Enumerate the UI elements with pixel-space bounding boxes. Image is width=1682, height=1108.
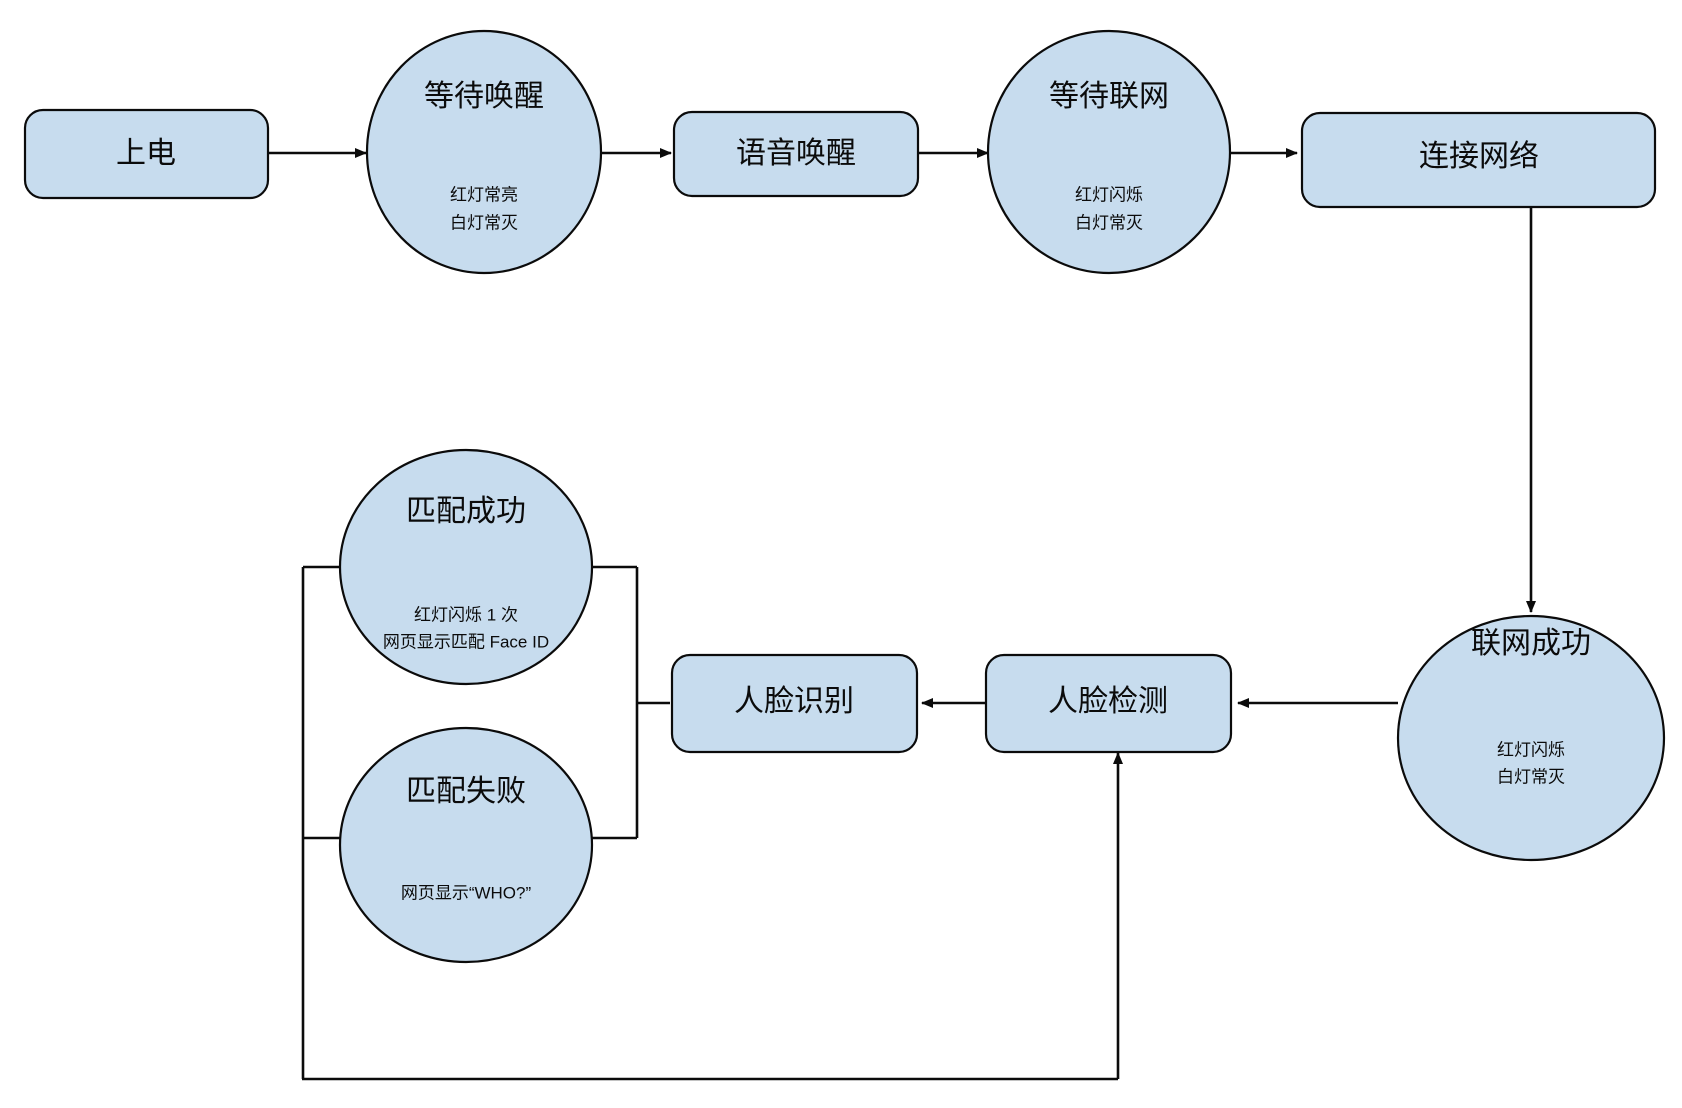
node-voice-wakeup[interactable]: 语音唤醒: [672, 110, 920, 198]
node-power-on[interactable]: 上电: [23, 108, 270, 200]
node-wait-network[interactable]: 等待联网 红灯闪烁 白灯常灭: [986, 29, 1232, 275]
node-wait-network-sub-1: 白灯常灭: [1075, 213, 1143, 232]
node-wait-wakeup-sub-0: 红灯常亮: [450, 185, 518, 204]
node-face-recognize-shape[interactable]: [670, 653, 919, 754]
node-face-detect-shape[interactable]: [984, 653, 1233, 754]
node-power-on-shape[interactable]: [23, 108, 270, 200]
node-power-on-label: 上电: [116, 137, 176, 170]
node-match-success-sub-0: 红灯闪烁 1 次: [414, 605, 518, 624]
node-wait-network-label: 等待联网: [1049, 80, 1169, 113]
node-wait-wakeup-label: 等待唤醒: [424, 80, 544, 113]
node-voice-wakeup-label: 语音唤醒: [736, 137, 856, 170]
node-voice-wakeup-shape[interactable]: [672, 110, 920, 198]
node-match-fail-shape[interactable]: [338, 726, 594, 964]
node-match-fail-sub-0: 网页显示“WHO?”: [401, 883, 532, 902]
node-match-success-shape[interactable]: [338, 448, 594, 686]
node-wait-wakeup[interactable]: 等待唤醒 红灯常亮 白灯常灭: [365, 29, 603, 275]
node-face-recognize-label: 人脸识别: [734, 685, 854, 718]
node-network-success[interactable]: 联网成功 红灯闪烁 白灯常灭: [1396, 614, 1666, 862]
node-network-success-label: 联网成功: [1471, 627, 1591, 660]
node-face-detect[interactable]: 人脸检测: [984, 653, 1233, 754]
node-wait-network-shape[interactable]: [986, 29, 1232, 275]
node-connect-network-label: 连接网络: [1419, 140, 1539, 173]
node-wait-wakeup-shape[interactable]: [365, 29, 603, 275]
node-wait-wakeup-sub-1: 白灯常灭: [450, 213, 518, 232]
node-wait-network-sub-0: 红灯闪烁: [1075, 185, 1143, 204]
node-network-success-sub-0: 红灯闪烁: [1497, 740, 1565, 759]
node-match-success[interactable]: 匹配成功 红灯闪烁 1 次 网页显示匹配 Face ID: [338, 448, 594, 686]
node-match-success-label: 匹配成功: [406, 495, 526, 528]
node-connect-network-shape[interactable]: [1300, 111, 1657, 209]
node-network-success-sub-1: 白灯常灭: [1497, 767, 1565, 786]
node-match-fail[interactable]: 匹配失败 网页显示“WHO?”: [338, 726, 594, 964]
node-connect-network[interactable]: 连接网络: [1300, 111, 1657, 209]
node-match-fail-label: 匹配失败: [406, 775, 526, 808]
node-network-success-shape[interactable]: [1396, 614, 1666, 862]
node-face-detect-label: 人脸检测: [1048, 685, 1168, 718]
node-face-recognize[interactable]: 人脸识别: [670, 653, 919, 754]
node-match-success-sub-1: 网页显示匹配 Face ID: [383, 632, 549, 651]
